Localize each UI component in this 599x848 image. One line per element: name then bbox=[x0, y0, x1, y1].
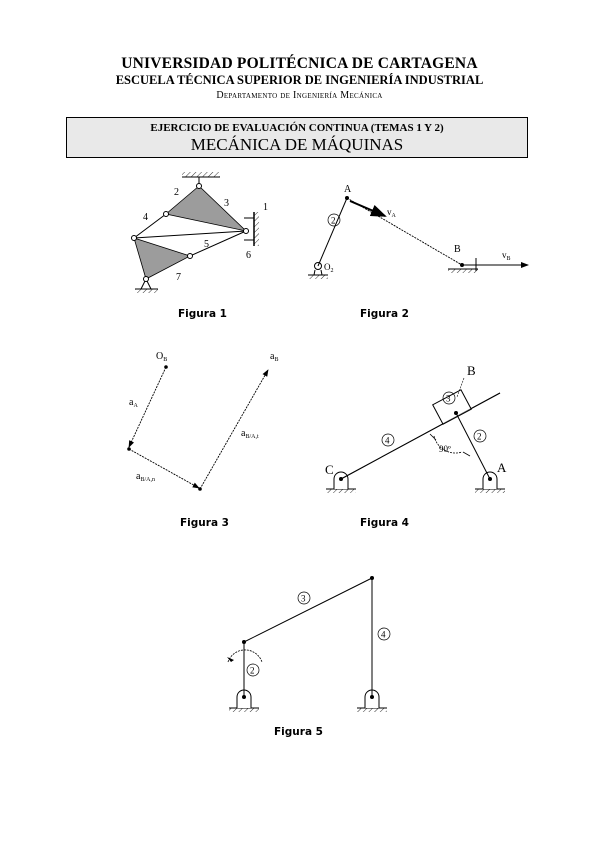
fig2-label-vb: vB bbox=[502, 250, 511, 262]
fig4-link-2 bbox=[455, 412, 491, 480]
fig5-link-3 bbox=[243, 577, 373, 643]
fig1-label-3: 3 bbox=[224, 198, 229, 209]
fig3-label-ab: aB bbox=[270, 351, 278, 363]
fig2-caption: Figura 2 bbox=[360, 308, 409, 320]
fig4-angle-label: 90º bbox=[439, 444, 451, 454]
fig5-ground-left bbox=[229, 689, 259, 712]
fig2-label-a: A bbox=[344, 184, 352, 195]
fig3-acc-ban-vector bbox=[128, 448, 200, 489]
fig5-caption: Figura 5 bbox=[274, 726, 323, 738]
fig3-label-origin: OB bbox=[156, 351, 167, 363]
fig4-ground-c bbox=[326, 471, 356, 493]
figure-5: 3 4 2 Figura 5 bbox=[227, 576, 391, 738]
figure-1: 2 3 1 4 5 6 7 Figura 1 bbox=[131, 172, 268, 320]
fig1-label-5: 5 bbox=[204, 239, 209, 250]
fig4-link-3-label: 3 bbox=[446, 394, 451, 404]
fig4-link-4-label: 4 bbox=[385, 436, 390, 446]
fig4-link-4-overlay bbox=[340, 392, 501, 480]
fig4-angle-tick-2 bbox=[462, 451, 471, 457]
fig3-label-aban: aB/A,n bbox=[136, 471, 155, 483]
fig4-link-4-circle bbox=[381, 433, 395, 447]
fig1-link-7-plate bbox=[133, 237, 192, 280]
fig1-link-4 bbox=[133, 213, 167, 239]
fig1-link-5 bbox=[189, 230, 247, 257]
fig1-label-1: 1 bbox=[263, 202, 268, 213]
fig5-link-4-label: 4 bbox=[381, 630, 386, 640]
fig4-ground-a bbox=[475, 471, 505, 493]
fig3-acc-bat-vector bbox=[199, 369, 269, 490]
fig4-link-2-circle bbox=[473, 429, 487, 443]
fig3-caption: Figura 3 bbox=[180, 517, 229, 529]
fig2-vel-a-arrow bbox=[349, 200, 387, 217]
department-name: Departamento de Ingeniería Mecánica bbox=[216, 90, 383, 101]
fig5-joint-b bbox=[370, 576, 374, 580]
fig3-label-abat: aB/A,t bbox=[241, 428, 259, 440]
figure-3: OB aB aA aB/A,t aB/A,n Figura 3 bbox=[127, 351, 278, 529]
fig3-acc-a-vector bbox=[128, 366, 167, 448]
exercise-title: EJERCICIO DE EVALUACIÓN CONTINUA (TEMAS … bbox=[150, 122, 444, 134]
fig1-label-2: 2 bbox=[174, 187, 179, 198]
fig5-link-2-label: 2 bbox=[250, 666, 255, 676]
fig2-link-2-label: 2 bbox=[331, 216, 336, 226]
fig2-joint-a bbox=[345, 196, 349, 200]
fig4-joint-b bbox=[454, 411, 458, 415]
exercise-title-box: EJERCICIO DE EVALUACIÓN CONTINUA (TEMAS … bbox=[66, 117, 528, 158]
fig1-label-6: 6 bbox=[246, 250, 251, 261]
fig5-link-4-circle bbox=[377, 627, 391, 641]
fig2-link-2 bbox=[317, 197, 348, 267]
fig1-right-ground bbox=[244, 212, 259, 246]
fig4-caption: Figura 4 bbox=[360, 517, 409, 529]
fig4-label-a: A bbox=[497, 460, 507, 475]
university-name: UNIVERSIDAD POLITÉCNICA DE CARTAGENA bbox=[121, 55, 478, 72]
fig1-caption: Figura 1 bbox=[178, 308, 227, 320]
fig5-rotation-arrowhead bbox=[227, 657, 234, 662]
fig5-rotation-arc bbox=[227, 649, 263, 663]
school-name: ESCUELA TÉCNICA SUPERIOR DE INGENIERÍA I… bbox=[115, 73, 484, 87]
fig4-label-b: B bbox=[467, 363, 476, 378]
fig5-link-3-label: 3 bbox=[301, 594, 306, 604]
fig1-joints bbox=[131, 183, 249, 282]
fig4-link-2-label: 2 bbox=[477, 432, 482, 442]
fig1-link-bar bbox=[133, 230, 247, 239]
fig2-coupler bbox=[346, 197, 463, 266]
document-header: UNIVERSIDAD POLITÉCNICA DE CARTAGENA ESC… bbox=[0, 55, 599, 103]
fig2-label-va: vA bbox=[387, 207, 397, 219]
fig4-label-c: C bbox=[325, 462, 334, 477]
fig1-label-4: 4 bbox=[143, 212, 148, 223]
fig4-angle-tick bbox=[429, 433, 437, 441]
fig3-label-aa: aA bbox=[129, 397, 138, 409]
fig5-link-2-circle bbox=[246, 663, 260, 677]
fig5-joint-a bbox=[242, 640, 246, 644]
fig4-b-pointer bbox=[456, 377, 465, 398]
fig5-link-3-circle bbox=[297, 591, 311, 605]
fig1-link-3-plate bbox=[165, 185, 248, 232]
fig2-link-2-circle bbox=[327, 213, 341, 227]
fig2-label-b: B bbox=[454, 244, 461, 255]
figure-2: A B 2 O2 vA vB Figura 2 bbox=[308, 184, 529, 320]
figure-4: B C A 3 4 2 90º Figura 4 bbox=[325, 363, 507, 529]
subject-title: MECÁNICA DE MÁQUINAS bbox=[190, 135, 404, 154]
fig1-label-7: 7 bbox=[176, 272, 181, 283]
fig2-label-o: O2 bbox=[324, 262, 334, 274]
fig4-link-3-circle bbox=[442, 391, 456, 405]
fig5-ground-right bbox=[357, 689, 387, 712]
